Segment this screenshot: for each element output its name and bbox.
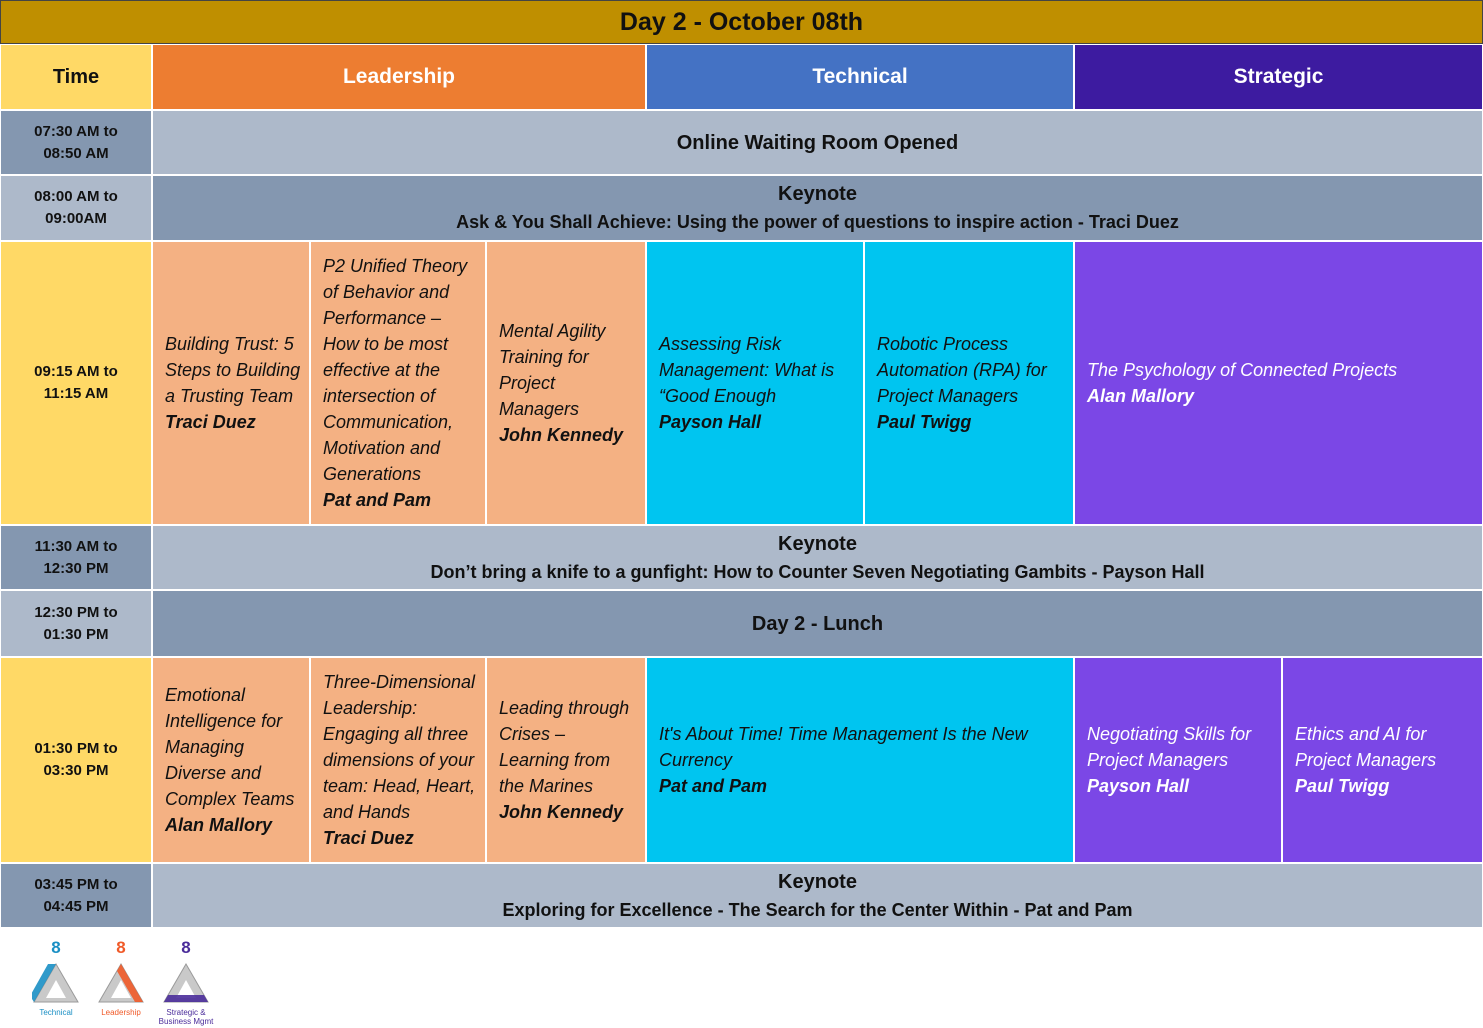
session-cell: Ethics and AI for Project Managers Paul …: [1282, 657, 1483, 863]
time-end: 09:00AM: [45, 210, 107, 227]
page-title: Day 2 - October 08th: [0, 0, 1483, 44]
session-cell: The Psychology of Connected Projects Ala…: [1074, 241, 1483, 525]
time-start: 09:15 AM to: [34, 363, 118, 380]
header-technical: Technical: [646, 44, 1074, 110]
time-start: 07:30 AM to: [34, 122, 118, 140]
band-title: Day 2 - Lunch: [751, 612, 884, 635]
session-title: Building Trust: 5 Steps to Building a Tr…: [165, 334, 301, 406]
session-speaker: Alan Mallory: [1087, 386, 1195, 406]
session-cell: Leading through Crises – Learning from t…: [486, 657, 646, 863]
session-cell: Robotic Process Automation (RPA) for Pro…: [864, 241, 1074, 525]
session-speaker: Pat and Pam: [323, 490, 432, 510]
time-end: 12:30 PM: [43, 559, 109, 577]
logo-strategic: 8 Strategic & Business Mgmt: [156, 936, 216, 1028]
time-end: 08:50 AM: [43, 144, 109, 162]
time-end: 03:30 PM: [43, 762, 109, 779]
logo-leadership: 8 Leadership: [91, 936, 151, 1028]
session-title: P2 Unified Theory of Behavior and Perfor…: [323, 256, 468, 484]
header-time-label: Time: [52, 65, 100, 88]
band-subtitle: Ask & You Shall Achieve: Using the power…: [456, 212, 1179, 232]
track-logos: 8 Technical 8 Leadership 8 Strategic & B…: [26, 936, 226, 1028]
session-speaker: Paul Twigg: [877, 412, 972, 432]
header-leadership: Leadership: [152, 44, 646, 110]
session-speaker: Payson Hall: [1087, 776, 1190, 796]
session-cell: It's About Time! Time Management Is the …: [646, 657, 1074, 863]
session-cell: Mental Agility Training for Project Mana…: [486, 241, 646, 525]
session-speaker: John Kennedy: [499, 425, 624, 445]
keynote-band: Keynote Exploring for Excellence - The S…: [152, 863, 1483, 928]
header-time: Time: [0, 44, 152, 110]
session-title: Emotional Intelligence for Managing Dive…: [165, 685, 295, 809]
time-start: 08:00 AM to: [34, 188, 118, 205]
band-subtitle: Don’t bring a knife to a gunfight: How t…: [430, 561, 1205, 582]
logo-technical: 8 Technical: [26, 936, 86, 1028]
session-title: The Psychology of Connected Projects: [1087, 360, 1398, 380]
page-title-text: Day 2 - October 08th: [619, 7, 864, 36]
session-cell: Emotional Intelligence for Managing Dive…: [152, 657, 310, 863]
session-speaker: Paul Twigg: [1295, 776, 1390, 796]
session-title: Three-Dimensional Leadership: Engaging a…: [323, 672, 476, 822]
session-speaker: Payson Hall: [659, 412, 762, 432]
session-title: It's About Time! Time Management Is the …: [659, 724, 1028, 770]
logo-label: Strategic & Business Mgmt: [158, 1008, 214, 1026]
session-title: Robotic Process Automation (RPA) for Pro…: [877, 334, 1047, 406]
time-end: 01:30 PM: [43, 625, 109, 643]
session-title: Leading through Crises – Learning from t…: [499, 698, 630, 796]
waiting-room-band: Online Waiting Room Opened: [152, 110, 1483, 175]
logo-label: Leadership: [101, 1008, 141, 1017]
band-title: Online Waiting Room Opened: [676, 131, 959, 154]
triangle-leadership-icon: [98, 963, 144, 1003]
session-title: Mental Agility Training for Project Mana…: [499, 321, 606, 419]
time-start: 11:30 AM to: [34, 537, 118, 555]
band-title: Keynote: [778, 870, 857, 893]
time-end: 04:45 PM: [43, 897, 109, 915]
logo-number: 8: [116, 938, 126, 957]
logo-number: 8: [181, 938, 191, 957]
header-leadership-label: Leadership: [342, 65, 456, 88]
logo-label: Technical: [39, 1008, 73, 1017]
time-start: 12:30 PM to: [34, 603, 118, 621]
session-title: Ethics and AI for Project Managers: [1295, 724, 1437, 770]
session-cell: Assessing Risk Management: What is “Good…: [646, 241, 864, 525]
session-title: Negotiating Skills for Project Managers: [1087, 724, 1252, 770]
session-speaker: Pat and Pam: [659, 776, 768, 796]
band-subtitle: Exploring for Excellence - The Search fo…: [502, 899, 1133, 920]
session-speaker: John Kennedy: [499, 802, 624, 822]
session-speaker: Alan Mallory: [165, 815, 273, 835]
time-slot: 07:30 AM to 08:50 AM: [0, 110, 152, 175]
header-strategic: Strategic: [1074, 44, 1483, 110]
logo-number: 8: [51, 938, 61, 957]
session-speaker: Traci Duez: [165, 412, 256, 432]
header-strategic-label: Strategic: [1233, 65, 1324, 88]
header-technical-label: Technical: [812, 65, 908, 88]
triangle-technical-icon: [32, 963, 79, 1003]
session-cell: Three-Dimensional Leadership: Engaging a…: [310, 657, 486, 863]
keynote-band: Keynote Ask & You Shall Achieve: Using t…: [152, 175, 1483, 241]
session-speaker: Traci Duez: [323, 828, 414, 848]
session-title: Assessing Risk Management: What is “Good…: [659, 334, 835, 406]
time-slot: 12:30 PM to 01:30 PM: [0, 590, 152, 657]
time-slot: 03:45 PM to 04:45 PM: [0, 863, 152, 928]
band-title: Keynote: [778, 532, 857, 555]
session-cell: Negotiating Skills for Project Managers …: [1074, 657, 1282, 863]
session-cell: Building Trust: 5 Steps to Building a Tr…: [152, 241, 310, 525]
triangle-strategic-icon: [163, 963, 209, 1003]
time-slot: 09:15 AM to 11:15 AM: [0, 241, 152, 525]
band-title: Keynote: [778, 183, 857, 205]
time-end: 11:15 AM: [43, 385, 109, 402]
keynote-band: Keynote Don’t bring a knife to a gunfigh…: [152, 525, 1483, 590]
time-start: 01:30 PM to: [34, 740, 118, 757]
session-cell: P2 Unified Theory of Behavior and Perfor…: [310, 241, 486, 525]
time-slot: 08:00 AM to 09:00AM: [0, 175, 152, 241]
time-slot: 11:30 AM to 12:30 PM: [0, 525, 152, 590]
lunch-band: Day 2 - Lunch: [152, 590, 1483, 657]
time-slot: 01:30 PM to 03:30 PM: [0, 657, 152, 863]
time-start: 03:45 PM to: [34, 875, 118, 893]
